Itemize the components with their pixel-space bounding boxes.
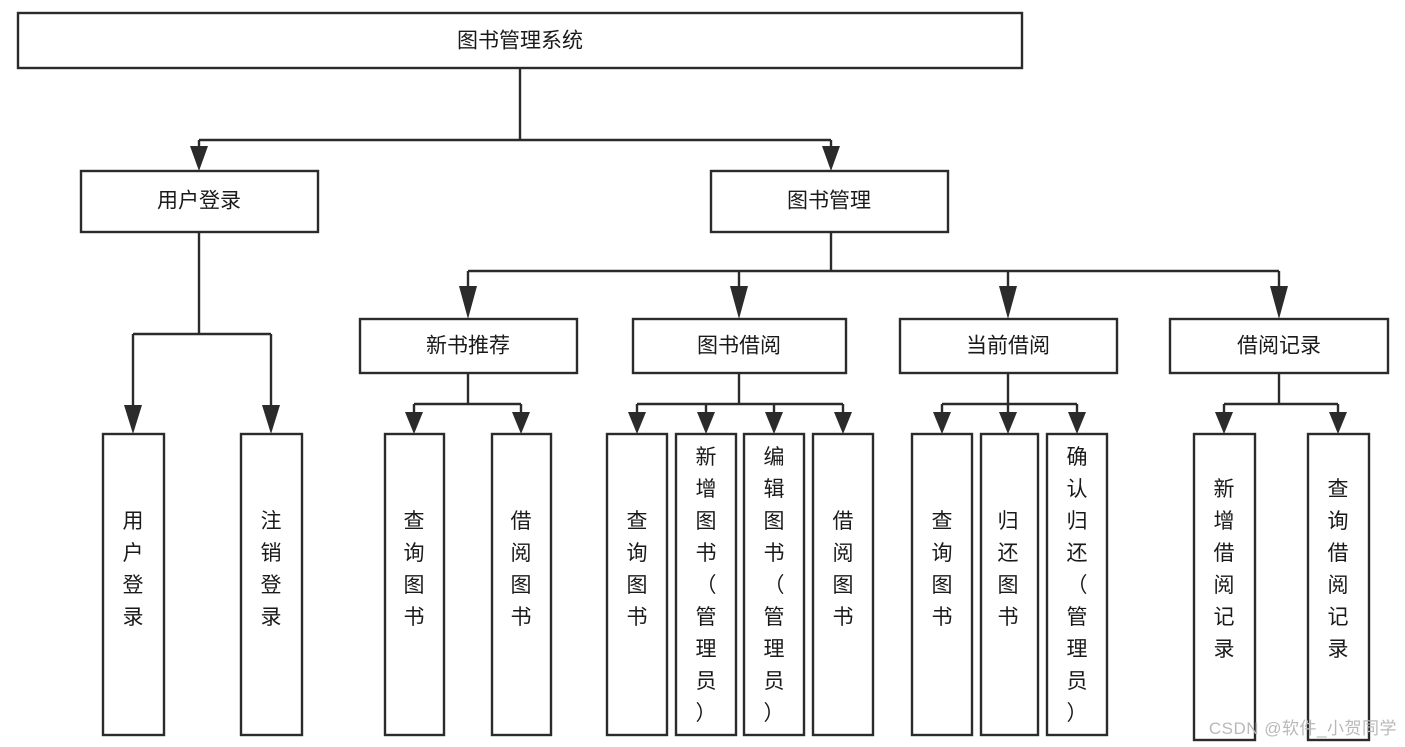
- node-leaf-query-book-3-label: 查询图书: [932, 510, 953, 629]
- node-book-borrow-label: 图书借阅: [697, 335, 781, 358]
- node-leaf-logout-login-box[interactable]: [239, 432, 304, 737]
- node-leaf-edit-book-box[interactable]: [742, 432, 806, 737]
- arrowhead-leaf-query-book-2: [628, 412, 646, 434]
- node-leaf-query-book-3[interactable]: 查询图书: [910, 432, 974, 737]
- node-root[interactable]: 图书管理系统: [16, 11, 1024, 70]
- node-leaf-query-book-1[interactable]: 查询图书: [383, 432, 446, 737]
- node-leaf-return-book-label: 归还图书: [998, 510, 1019, 629]
- node-leaf-query-record-label: 查询借阅记录: [1328, 478, 1349, 661]
- node-new-book-recommend-box[interactable]: [358, 317, 579, 375]
- node-leaf-logout-login-label: 注销登录: [261, 510, 282, 629]
- node-leaf-query-book-1-box[interactable]: [383, 432, 446, 737]
- node-leaf-confirm-return-box[interactable]: [1045, 432, 1109, 737]
- node-leaf-query-book-2-label: 查询图书: [627, 510, 648, 629]
- node-leaf-query-book-1-label: 查询图书: [404, 510, 425, 629]
- node-leaf-edit-book[interactable]: 编辑图书（管理员）: [742, 432, 806, 737]
- node-leaf-borrow-book-1[interactable]: 借阅图书: [490, 432, 553, 737]
- arrowhead-leaf-add-book: [697, 412, 715, 434]
- arrowhead-current-borrow: [999, 286, 1017, 319]
- node-leaf-logout-login[interactable]: 注销登录: [239, 432, 304, 737]
- arrowhead-leaf-query-book-3: [933, 412, 951, 434]
- node-new-book-recommend-label: 新书推荐: [426, 335, 510, 358]
- node-leaf-query-book-2-box[interactable]: [605, 432, 669, 737]
- node-leaf-borrow-book-1-label: 借阅图书: [511, 510, 532, 629]
- connectors-book-borrow-to-leaves: [628, 373, 852, 434]
- node-leaf-confirm-return[interactable]: 确认归还（管理员）: [1045, 432, 1109, 737]
- node-user-login-box[interactable]: [79, 169, 320, 234]
- arrowhead-leaf-borrow-book-2: [834, 412, 852, 434]
- node-user-login-label: 用户登录: [157, 190, 241, 213]
- node-new-book-recommend[interactable]: 新书推荐: [358, 317, 579, 375]
- node-borrow-record-box[interactable]: [1168, 317, 1390, 375]
- node-borrow-record-label: 借阅记录: [1237, 335, 1321, 358]
- node-root-box[interactable]: [16, 11, 1024, 70]
- node-leaf-query-record[interactable]: 查询借阅记录: [1306, 432, 1371, 742]
- node-leaf-query-book-3-box[interactable]: [910, 432, 974, 737]
- node-leaf-add-book-label: 新增图书（管理员）: [696, 446, 717, 725]
- arrowhead-new-book-recommend: [459, 286, 477, 319]
- connectors-new-book-to-leaves: [405, 373, 530, 434]
- node-book-manage[interactable]: 图书管理: [709, 169, 950, 234]
- node-leaf-borrow-book-2-label: 借阅图书: [833, 510, 854, 629]
- node-leaf-borrow-book-1-box[interactable]: [490, 432, 553, 737]
- arrowhead-leaf-logout-login: [262, 405, 280, 434]
- arrowhead-borrow-record: [1270, 286, 1288, 319]
- node-leaf-add-record-box[interactable]: [1192, 432, 1257, 742]
- node-leaf-return-book-box[interactable]: [979, 432, 1040, 737]
- node-leaf-user-login[interactable]: 用户登录: [101, 432, 166, 737]
- arrowhead-leaf-query-record: [1329, 412, 1347, 434]
- arrowhead-leaf-add-record: [1215, 412, 1233, 434]
- connectors-user-login-to-leaves: [124, 232, 280, 434]
- arrowhead-leaf-borrow-book-1: [512, 412, 530, 434]
- node-book-manage-box[interactable]: [709, 169, 950, 234]
- node-leaf-edit-book-label: 编辑图书（管理员）: [764, 446, 785, 725]
- arrowhead-leaf-confirm-return: [1068, 412, 1086, 434]
- node-user-login[interactable]: 用户登录: [79, 169, 320, 234]
- node-leaf-add-record-label: 新增借阅记录: [1214, 478, 1235, 661]
- arrowhead-leaf-return-book: [999, 412, 1017, 434]
- node-leaf-add-record[interactable]: 新增借阅记录: [1192, 432, 1257, 742]
- node-root-label: 图书管理系统: [457, 30, 583, 53]
- node-leaf-add-book-box[interactable]: [674, 432, 738, 737]
- node-leaf-query-book-2[interactable]: 查询图书: [605, 432, 669, 737]
- node-leaf-query-record-box[interactable]: [1306, 432, 1371, 742]
- node-current-borrow-label: 当前借阅: [966, 335, 1050, 358]
- node-leaf-user-login-label: 用户登录: [123, 510, 144, 629]
- node-current-borrow-box[interactable]: [898, 317, 1119, 375]
- node-book-manage-label: 图书管理: [787, 190, 871, 213]
- connectors-root-to-level2: [190, 68, 840, 171]
- node-leaf-user-login-box[interactable]: [101, 432, 166, 737]
- node-leaf-return-book[interactable]: 归还图书: [979, 432, 1040, 737]
- arrowhead-leaf-user-login: [124, 405, 142, 434]
- connectors-current-borrow-to-leaves: [933, 373, 1086, 434]
- node-borrow-record[interactable]: 借阅记录: [1168, 317, 1390, 375]
- connectors-book-manage-to-level3: [459, 232, 1288, 319]
- node-leaf-borrow-book-2[interactable]: 借阅图书: [811, 432, 875, 737]
- node-leaf-borrow-book-2-box[interactable]: [811, 432, 875, 737]
- node-book-borrow[interactable]: 图书借阅: [631, 317, 848, 375]
- arrowhead-book-borrow: [730, 286, 748, 319]
- csdn-watermark: CSDN @软件_小贺同学: [1208, 719, 1397, 738]
- node-leaf-add-book[interactable]: 新增图书（管理员）: [674, 432, 738, 737]
- arrowhead-book-manage: [822, 146, 840, 171]
- arrowhead-leaf-edit-book: [765, 412, 783, 434]
- connectors-borrow-record-to-leaves: [1215, 373, 1347, 434]
- arrowhead-leaf-query-book-1: [405, 412, 423, 434]
- arrowhead-user-login: [190, 146, 208, 171]
- node-current-borrow[interactable]: 当前借阅: [898, 317, 1119, 375]
- node-leaf-confirm-return-label: 确认归还（管理员）: [1067, 446, 1088, 725]
- node-book-borrow-box[interactable]: [631, 317, 848, 375]
